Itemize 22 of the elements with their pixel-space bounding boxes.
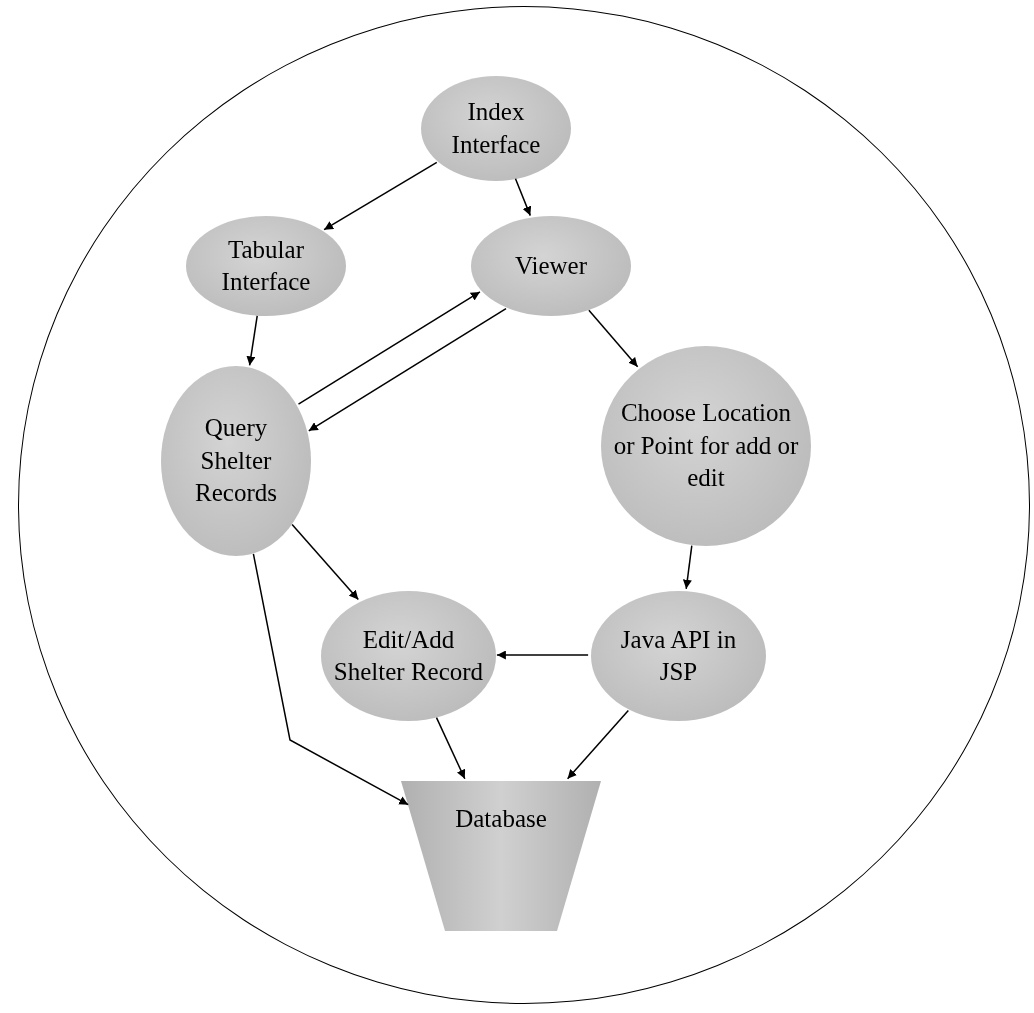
node-label: Viewer — [513, 250, 589, 281]
arrow — [252, 553, 409, 806]
node-label: Java API in JSP — [619, 624, 738, 687]
arrow — [496, 650, 589, 660]
arrow — [297, 291, 481, 405]
arrow — [514, 178, 532, 217]
arrow — [246, 315, 258, 367]
arrow — [435, 716, 466, 780]
node-label: Index Interface — [450, 97, 542, 160]
node-label: Edit/Add Shelter Record — [332, 624, 485, 687]
node-label: Choose Location or Point for add or edit — [612, 398, 800, 494]
database-shape — [401, 781, 601, 931]
arrow — [291, 523, 360, 601]
arrow — [323, 161, 438, 231]
node-label: Database — [454, 804, 548, 834]
boundary-circle — [18, 6, 1030, 1004]
node-label: Tabular Interface — [220, 234, 312, 297]
arrow — [566, 709, 630, 780]
arrow — [682, 544, 693, 590]
arrow — [588, 309, 639, 368]
node-label: Query Shelter Records — [194, 413, 278, 509]
arrow — [308, 307, 507, 432]
